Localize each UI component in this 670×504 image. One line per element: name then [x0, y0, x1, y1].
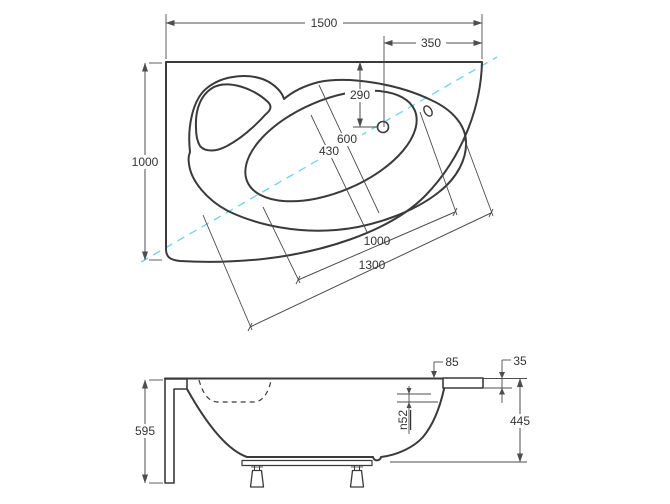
dim-label-35: 35 [513, 354, 527, 368]
dim-shell-height: 445 [390, 378, 536, 463]
tub-interior-contour [187, 75, 468, 232]
dim-rim-thickness: 35 [483, 354, 527, 403]
dim-label-595: 595 [135, 424, 155, 438]
basin-floor-ellipse [244, 89, 418, 203]
wall-panel-profile [164, 378, 188, 484]
dim-label-600: 600 [337, 132, 357, 146]
dim-label-430: 430 [319, 144, 339, 158]
seat-recess-hidden-line [198, 379, 272, 403]
dim-label-445: 445 [510, 414, 530, 428]
dim-basin-width-430: 430 [310, 114, 368, 233]
dim-rim-overhang: 85 [431, 355, 459, 378]
dim-overall-width: 1500 [165, 14, 483, 59]
dim-tap-offset: 350 [383, 36, 483, 127]
overflow-hole-icon [423, 105, 433, 117]
diagonal-centerline [140, 56, 498, 263]
dim-basin-length: 1000 [262, 111, 458, 285]
dim-label-1000-diagonal: 1000 [364, 234, 391, 248]
dim-label-1000-left: 1000 [132, 155, 159, 169]
dim-label-85: 85 [445, 355, 459, 369]
dim-overflow-diameter: n52 [396, 386, 438, 434]
dim-label-1300: 1300 [359, 258, 386, 272]
side-view: 595 85 35 n52 [130, 354, 536, 488]
tub-outer-boundary [165, 61, 483, 263]
dim-interior-length: 1300 [202, 137, 494, 332]
dim-total-height: 595 [130, 379, 163, 484]
rim-overhang-block [442, 377, 484, 389]
dim-label-1500: 1500 [311, 16, 338, 30]
dim-overall-depth: 1000 [128, 62, 162, 261]
dim-drain-offset: 290 [345, 61, 377, 128]
dim-label-n52: n52 [396, 410, 410, 430]
tub-shell-profile [186, 388, 445, 462]
foot-right [349, 465, 365, 488]
dim-label-350: 350 [421, 36, 441, 50]
dim-basin-width-600: 600 [318, 84, 380, 214]
top-view: 1500 350 1000 290 600 [128, 14, 498, 332]
dim-label-290: 290 [350, 88, 370, 102]
foot-left [249, 465, 265, 488]
drain-hole-icon [376, 120, 390, 134]
headrest-contour [194, 83, 272, 152]
support-rail [241, 459, 373, 467]
